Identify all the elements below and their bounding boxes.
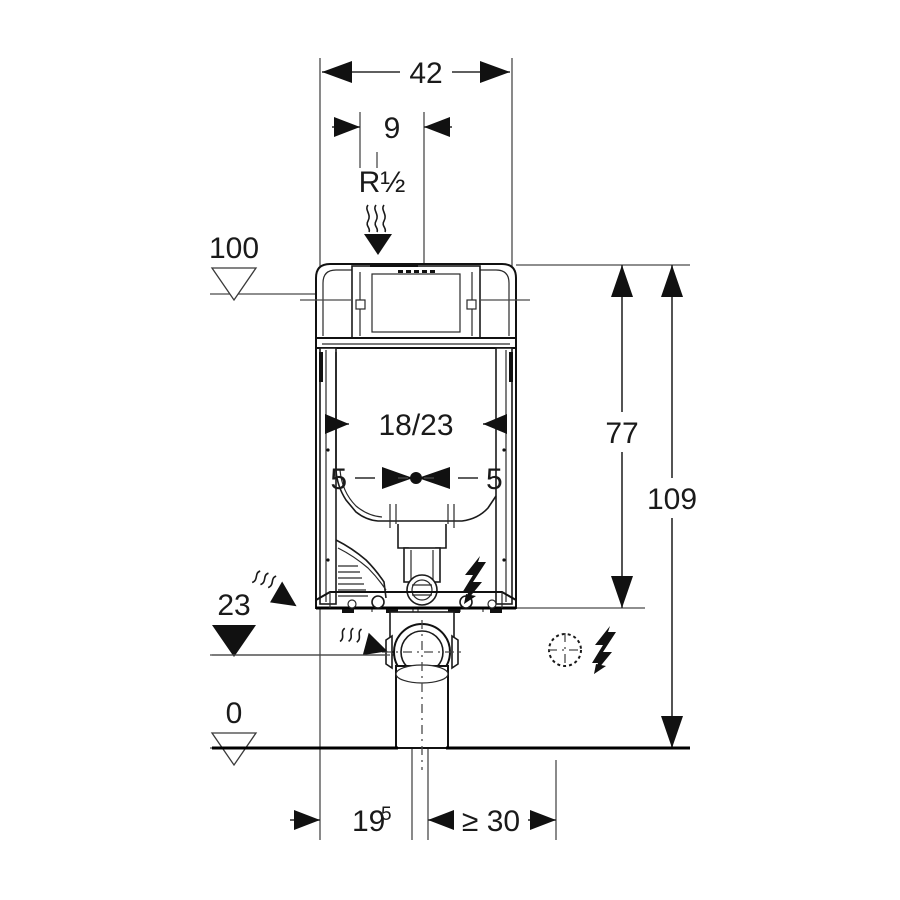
level-label-23: 23 [217,589,250,622]
dimension-label-5-left: 5 [330,463,347,496]
cistern-base-bevel [315,591,517,601]
water-wave-arrow-icon-lower [362,632,388,656]
fill-valve-tube [335,539,387,599]
dimension-inner-18-23: 18/23 [325,409,507,442]
level-label-0: 0 [226,697,243,730]
dimension-label-height-109: 109 [647,483,697,516]
level-marker-23: 23 [212,589,256,657]
flush-button-strip [370,263,418,267]
frame-rail-right [495,347,513,605]
dimension-height-109: 109 [647,265,697,748]
dimension-label-base-superscript: 5 [381,804,392,825]
dimension-width-42: 42 [322,57,510,90]
base-feet [342,609,502,613]
lightning-bolt-icon [462,556,486,604]
level-label-100: 100 [209,232,259,265]
inner-bladder-outline [335,352,497,522]
waste-outlet-pipe [395,620,449,770]
dimension-label-base: 19 [352,805,385,838]
flush-vent-slots [398,270,435,273]
dimension-label-clearance: ≥ 30 [462,805,520,838]
arrow-right-in [334,117,360,137]
cistern-mid-band [315,337,517,349]
arrow-left-in-18 [483,414,507,434]
level-triangle-outline [210,267,258,302]
water-inlet-lower-annotation [339,627,388,656]
dimension-label-height-77: 77 [605,417,638,450]
thread-spec-label: R½ [359,166,406,199]
arrow-left-30 [428,810,454,830]
water-supply-annotation: R½ [359,152,406,255]
arrow-down-77 [611,576,633,608]
dimension-label-5-right: 5 [486,463,503,496]
arrow-left-in [424,117,450,137]
arrow-right-19 [294,810,320,830]
concealed-cistern [300,263,530,770]
dimension-label-width: 42 [409,57,442,90]
level-marker-100: 100 [209,232,259,302]
arrow-up-77 [611,265,633,297]
arrow-right [480,61,510,83]
water-supply-icon [364,204,392,255]
dimension-offset-9: 9 [332,112,452,145]
water-inlet-left-annotation [251,570,297,607]
actuator-plate-inner [371,273,461,333]
flush-pipe-connector [382,611,462,681]
lightning-bolt-icon-socket [592,626,616,674]
dimension-base-19-5: 19 5 [290,804,392,838]
dimension-left-5: 5 [330,463,413,496]
arrow-down-109 [661,716,683,748]
flush-valve-seal [406,574,438,606]
arrow-right-in-18 [325,414,349,434]
level-triangle-filled [212,625,256,657]
dimension-clearance-30: ≥ 30 [428,805,556,838]
fill-valve-tube-shade [337,547,387,591]
connector-clip-right [451,634,459,670]
arrow-up-109 [661,265,683,297]
dimension-label-offset: 9 [384,112,401,145]
actuator-clip-left [355,299,366,310]
dimension-height-77: 77 [605,265,639,608]
arrow-right-30 [530,810,556,830]
cistern-top-shell-inner [336,269,510,336]
inner-bladder-shade [339,469,383,518]
fill-valve-ribs [338,565,368,597]
arrow-left [322,61,352,83]
water-wave-arrow-icon [270,581,297,607]
power-socket-annotation [548,626,616,674]
level-marker-0: 0 [210,697,258,767]
arrow-right-5-left [382,467,413,489]
cistern-internals [335,352,497,606]
dimension-label-inner: 18/23 [378,409,453,442]
electric-inner-annotation [462,556,486,604]
electric-outlet-bolt [592,626,616,674]
cistern-top-shell-inner-left [322,269,337,336]
centre-point-marker [410,472,422,484]
actuator-clip-right [466,299,477,310]
